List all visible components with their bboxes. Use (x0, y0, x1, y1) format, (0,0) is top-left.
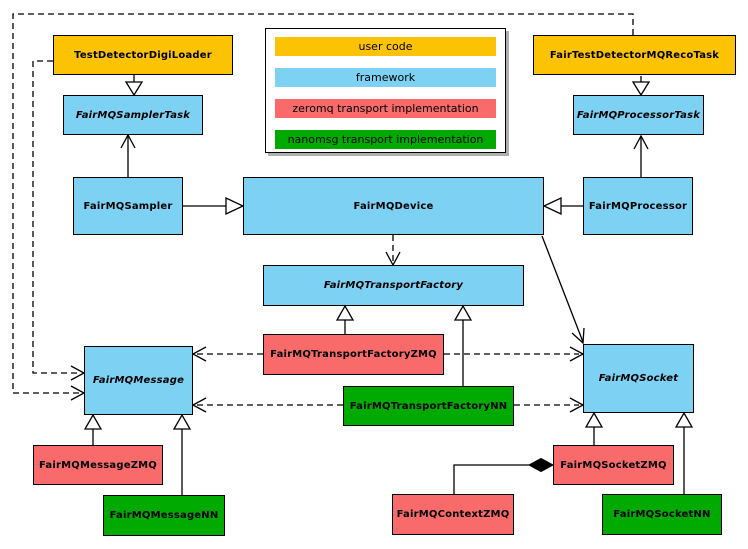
edge-assoc-sampler-samplertask (120, 133, 136, 177)
edge-inherit-processor-device (542, 196, 583, 216)
legend-item-zeromq: zeromq transport implementation (275, 99, 496, 118)
node-fairmqprocessor: FairMQProcessor (583, 177, 693, 235)
legend: user code framework zeromq transport imp… (265, 28, 506, 153)
edge-inherit-factorynn-factory (453, 304, 473, 386)
edge-dep-factoryzmq-socket (444, 346, 585, 362)
node-fairmqsamplertask: FairMQSamplerTask (63, 95, 203, 135)
node-fairmqmessagenn: FairMQMessageNN (103, 495, 225, 536)
edge-inherit-messagezmq-message (83, 413, 103, 445)
node-fairmqmessage: FairMQMessage (84, 346, 193, 415)
node-testdetectordigiloader: TestDetectorDigiLoader (53, 35, 233, 75)
node-fairmqsampler: FairMQSampler (73, 177, 183, 235)
edge-inherit-digiloader-samplertask (124, 75, 144, 97)
node-fairmqdevice: FairMQDevice (243, 177, 544, 235)
edge-inherit-sampler-device (183, 196, 245, 216)
edge-inherit-messagenn-message (172, 413, 192, 495)
node-fairtestdetectormqrecotask: FairTestDetectorMQRecoTask (533, 35, 736, 75)
node-fairmqtransportfactorynn: FairMQTransportFactoryNN (343, 386, 514, 426)
node-fairmqmessagezmq: FairMQMessageZMQ (33, 445, 163, 485)
node-fairmqtransportfactory: FairMQTransportFactory (263, 265, 524, 306)
node-fairmqcontextzmq: FairMQContextZMQ (392, 494, 514, 535)
edge-dep-factorynn-message (191, 397, 343, 413)
node-fairmqprocessortask: FairMQProcessorTask (573, 95, 704, 135)
node-fairmqsocketnn: FairMQSocketNN (602, 494, 722, 535)
edge-assoc-processor-processortask (633, 134, 649, 177)
edge-dep-device-transportfactory (385, 235, 401, 267)
node-fairmqsocketzmq: FairMQSocketZMQ (553, 445, 674, 485)
edge-dep-factorynn-socket (514, 397, 585, 413)
edge-inherit-socketnn-socket (674, 411, 694, 494)
edge-inherit-socketzmq-socket (584, 411, 604, 445)
edge-inherit-recotask-processortask (631, 76, 651, 97)
edge-dep-factoryzmq-message (191, 346, 263, 362)
node-fairmqtransportfactoryzmq: FairMQTransportFactoryZMQ (263, 334, 444, 375)
edge-assoc-device-socket (541, 235, 585, 345)
edge-inherit-factoryzmq-factory (335, 304, 355, 334)
edge-comp-socketzmq-contextzmq (453, 457, 555, 494)
legend-item-user-code: user code (275, 37, 496, 56)
legend-item-framework: framework (275, 68, 496, 87)
legend-item-nanomsg: nanomsg transport implementation (275, 130, 496, 149)
node-fairmqsocket: FairMQSocket (583, 344, 694, 413)
